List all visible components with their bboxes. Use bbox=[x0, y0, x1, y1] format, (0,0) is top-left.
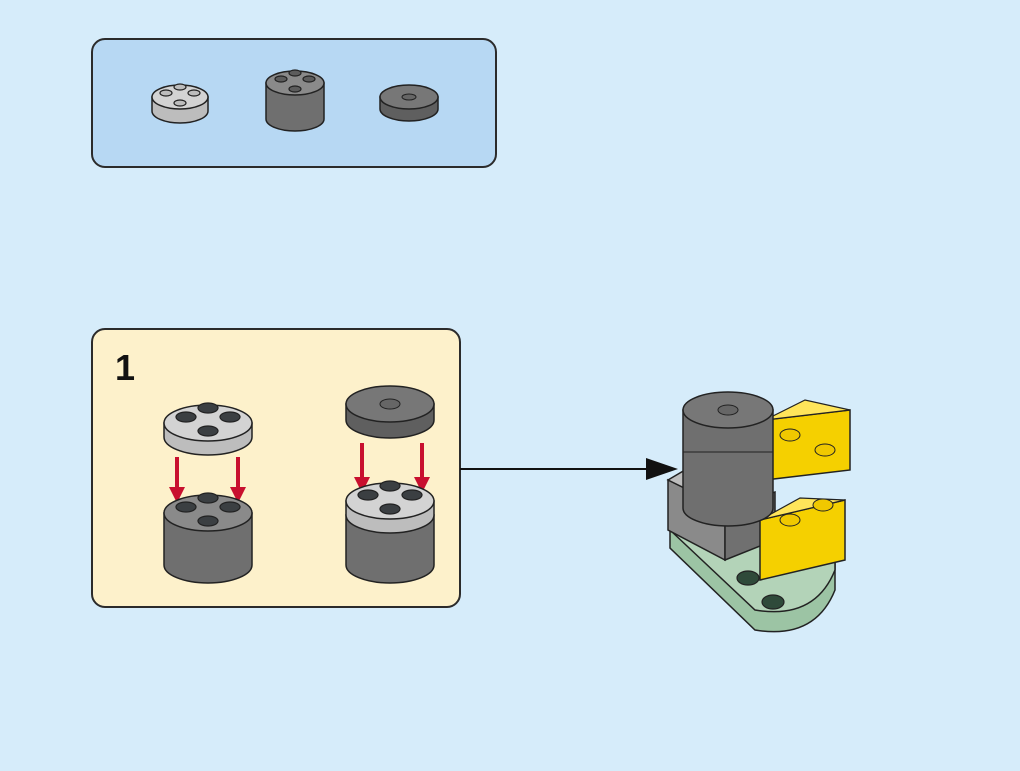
dark-gray-round-brick bbox=[164, 493, 252, 583]
part-round-brick-dark-gray bbox=[266, 70, 324, 131]
dark-gray-round-tile bbox=[346, 386, 434, 438]
step-result-arrow bbox=[460, 454, 682, 484]
parts-list-items bbox=[140, 55, 460, 145]
step-number: 1 bbox=[115, 350, 135, 386]
part-round-plate-light-gray bbox=[152, 84, 208, 123]
red-arrow-left-2 bbox=[230, 457, 246, 503]
plate-on-brick-assembly bbox=[346, 481, 434, 583]
result-model-drawing bbox=[665, 390, 865, 640]
red-arrow-right-2 bbox=[414, 443, 430, 493]
step-1-assembly-drawing bbox=[150, 375, 450, 595]
red-arrow-left-1 bbox=[169, 457, 185, 503]
light-gray-round-plate bbox=[164, 403, 252, 455]
part-round-tile-dark-gray bbox=[380, 85, 438, 121]
